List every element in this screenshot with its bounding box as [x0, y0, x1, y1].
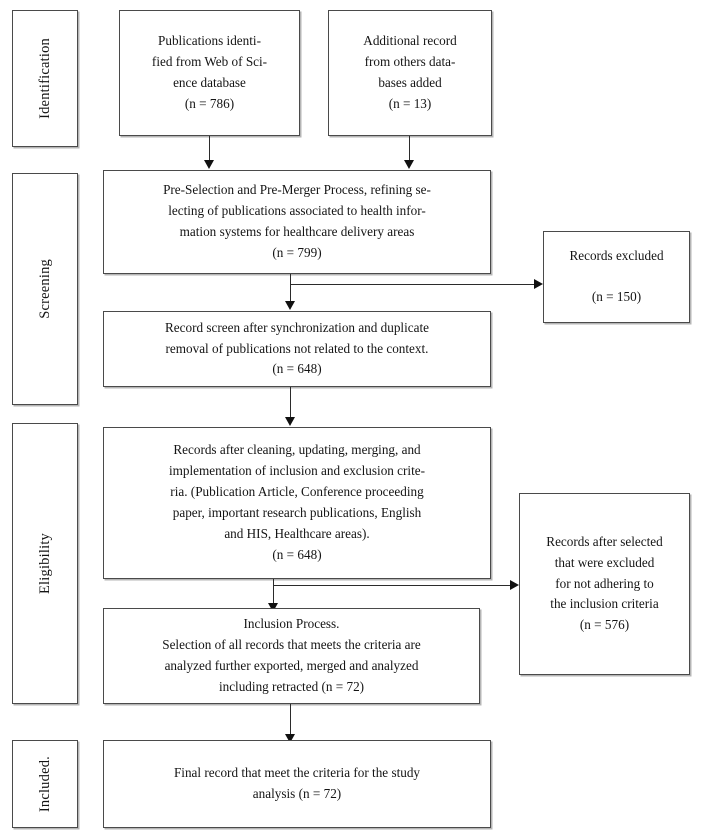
stage-label-identification: Identification: [36, 38, 53, 119]
box-identified-web-of-science-text: Publications identi- fied from Web of Sc…: [151, 33, 268, 111]
box-records-after-cleaning: Records after cleaning, updating, mergin…: [103, 427, 491, 579]
connector-identified-to-preselection-line: [209, 136, 210, 162]
box-records-after-selected-text: Records after selected that were exclude…: [546, 533, 663, 633]
box-inclusion-process-text: Inclusion Process. Selection of all reco…: [162, 616, 421, 694]
connector-cleaning-to-afterselected-arrow: [510, 580, 519, 590]
stage-label-eligibility: Eligibility: [36, 532, 53, 594]
connector-recordscreen-to-cleaning-arrow: [285, 417, 295, 426]
box-record-screen-text: Record screen after synchronization and …: [164, 319, 429, 377]
connector-recordscreen-to-cleaning-line: [290, 387, 291, 422]
box-pre-selection-text: Pre-Selection and Pre-Merger Process, re…: [163, 182, 431, 260]
connector-preselection-to-excluded-line: [290, 284, 535, 285]
box-record-screen: Record screen after synchronization and …: [103, 311, 491, 387]
stage-box-identification: Identification: [12, 10, 78, 147]
box-additional-records-text: Additional record from others data- base…: [363, 33, 457, 111]
connector-additional-to-preselection-arrow: [404, 160, 414, 169]
box-records-after-selected: Records after selected that were exclude…: [519, 493, 690, 675]
connector-cleaning-to-inclusion-line: [273, 579, 274, 608]
box-records-after-cleaning-text: Records after cleaning, updating, mergin…: [169, 442, 425, 562]
box-identified-web-of-science: Publications identi- fied from Web of Sc…: [119, 10, 300, 136]
connector-identified-to-preselection-arrow: [204, 160, 214, 169]
box-records-excluded-text: Records excluded (n = 150): [569, 247, 664, 305]
box-inclusion-process: Inclusion Process. Selection of all reco…: [103, 608, 480, 704]
box-final-record: Final record that meet the criteria for …: [103, 740, 491, 828]
stage-box-eligibility: Eligibility: [12, 423, 78, 704]
box-records-excluded: Records excluded (n = 150): [543, 231, 690, 323]
connector-cleaning-to-afterselected-line: [273, 585, 511, 586]
box-additional-records: Additional record from others data- base…: [328, 10, 492, 136]
stage-label-screening: Screening: [36, 259, 53, 319]
connector-preselection-to-recordscreen-arrow: [285, 301, 295, 310]
box-pre-selection: Pre-Selection and Pre-Merger Process, re…: [103, 170, 491, 274]
box-final-record-text: Final record that meet the criteria for …: [173, 765, 421, 801]
connector-inclusion-to-final-arrow: [285, 734, 295, 743]
connector-inclusion-to-final-line: [290, 704, 291, 740]
connector-preselection-to-recordscreen-line: [290, 274, 291, 306]
stage-box-screening: Screening: [12, 173, 78, 405]
stage-box-included: Included.: [12, 740, 78, 828]
connector-additional-to-preselection-line: [409, 136, 410, 162]
connector-cleaning-to-inclusion-arrow: [268, 603, 278, 612]
stage-label-included: Included.: [36, 755, 53, 813]
connector-preselection-to-excluded-arrow: [534, 279, 543, 289]
